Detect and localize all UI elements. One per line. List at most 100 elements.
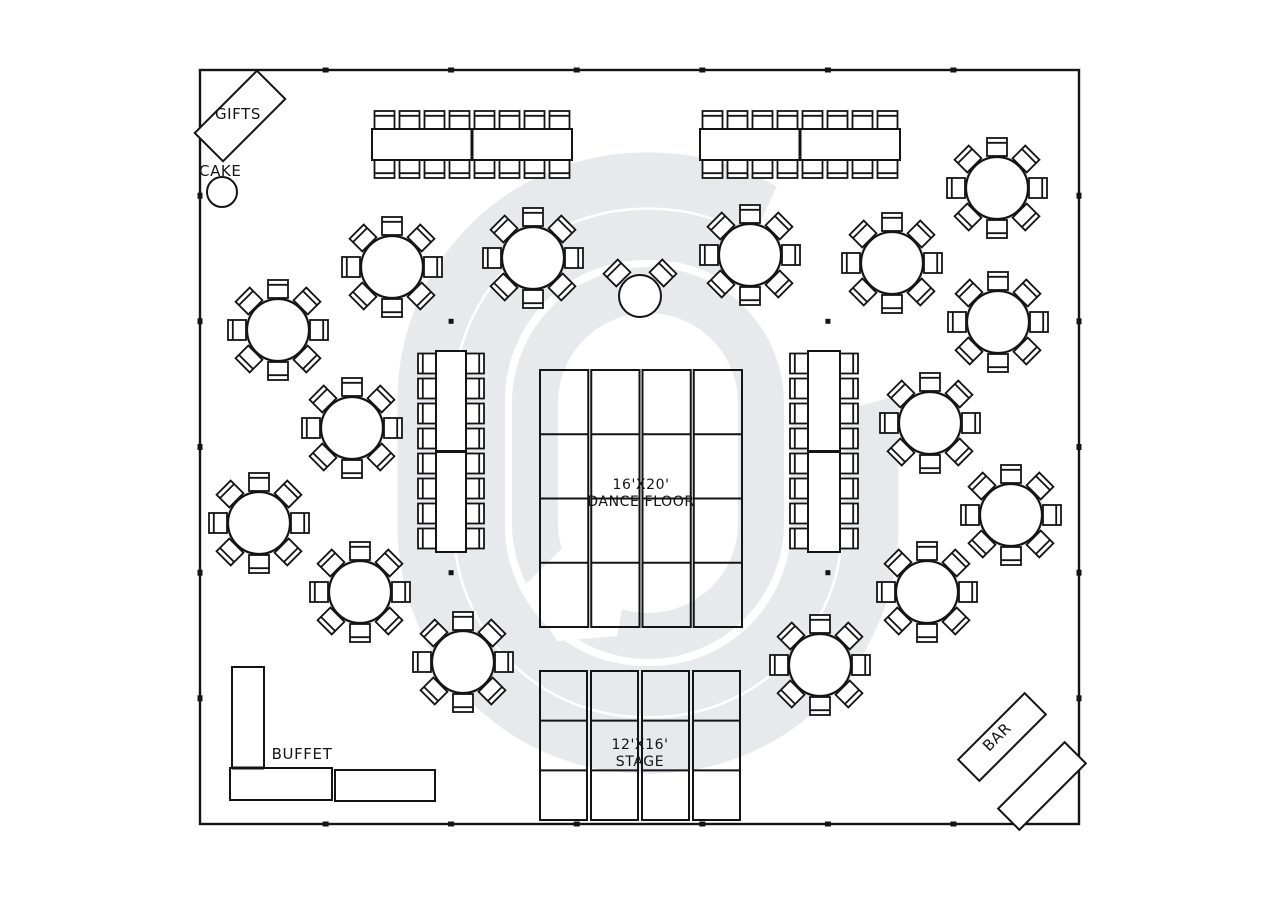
chair[interactable]	[789, 527, 809, 550]
chair[interactable]	[523, 159, 546, 179]
chair[interactable]	[267, 279, 289, 299]
chair[interactable]	[839, 452, 859, 475]
banquet-table[interactable]	[699, 110, 901, 179]
chair[interactable]	[701, 110, 724, 130]
chair[interactable]	[417, 352, 437, 375]
chair[interactable]	[987, 353, 1009, 373]
chair[interactable]	[417, 402, 437, 425]
chair[interactable]	[876, 110, 899, 130]
chair[interactable]	[208, 512, 228, 534]
chair[interactable]	[341, 459, 363, 479]
chair[interactable]	[789, 352, 809, 375]
chair[interactable]	[876, 581, 896, 603]
chair[interactable]	[801, 159, 824, 179]
chair[interactable]	[701, 159, 724, 179]
chair[interactable]	[417, 452, 437, 475]
chair[interactable]	[839, 352, 859, 375]
chair[interactable]	[1042, 504, 1062, 526]
chair[interactable]	[452, 611, 474, 631]
round-table[interactable]	[876, 541, 978, 643]
gifts-table[interactable]	[193, 69, 287, 163]
chair[interactable]	[919, 372, 941, 392]
chair[interactable]	[960, 504, 980, 526]
chair[interactable]	[423, 256, 443, 278]
chair[interactable]	[881, 294, 903, 314]
chair[interactable]	[391, 581, 411, 603]
chair[interactable]	[879, 412, 899, 434]
chair[interactable]	[309, 319, 329, 341]
round-table[interactable]	[309, 541, 411, 643]
chair[interactable]	[248, 554, 270, 574]
chair[interactable]	[1000, 546, 1022, 566]
round-table[interactable]	[879, 372, 981, 474]
chair[interactable]	[448, 159, 471, 179]
round-table[interactable]	[841, 212, 943, 314]
chair[interactable]	[473, 110, 496, 130]
chair[interactable]	[341, 377, 363, 397]
chair[interactable]	[417, 502, 437, 525]
chair[interactable]	[751, 110, 774, 130]
chair[interactable]	[448, 110, 471, 130]
chair[interactable]	[944, 437, 974, 467]
chair[interactable]	[301, 417, 321, 439]
chair[interactable]	[776, 110, 799, 130]
stage[interactable]	[539, 670, 741, 821]
chair[interactable]	[473, 159, 496, 179]
chair[interactable]	[851, 654, 871, 676]
chair[interactable]	[349, 623, 371, 643]
chair[interactable]	[839, 377, 859, 400]
chair[interactable]	[498, 110, 521, 130]
chair[interactable]	[417, 377, 437, 400]
chair[interactable]	[417, 427, 437, 450]
dance-floor[interactable]	[539, 369, 743, 628]
chair[interactable]	[751, 159, 774, 179]
chair[interactable]	[522, 289, 544, 309]
chair[interactable]	[946, 177, 966, 199]
chair[interactable]	[398, 110, 421, 130]
chair[interactable]	[839, 427, 859, 450]
round-table[interactable]	[208, 472, 310, 574]
chair[interactable]	[465, 402, 485, 425]
chair[interactable]	[947, 311, 967, 333]
chair[interactable]	[839, 477, 859, 500]
chair[interactable]	[373, 110, 396, 130]
chair[interactable]	[809, 696, 831, 716]
chair[interactable]	[423, 110, 446, 130]
chair[interactable]	[398, 159, 421, 179]
chair[interactable]	[494, 651, 514, 673]
chair[interactable]	[248, 472, 270, 492]
chair[interactable]	[1028, 177, 1048, 199]
chair[interactable]	[373, 159, 396, 179]
chair[interactable]	[834, 621, 864, 651]
round-table[interactable]	[412, 611, 514, 713]
chair[interactable]	[412, 651, 432, 673]
chair[interactable]	[419, 618, 449, 648]
chair[interactable]	[406, 223, 436, 253]
chair[interactable]	[292, 286, 322, 316]
sweetheart-table[interactable]	[602, 258, 678, 318]
chair[interactable]	[961, 412, 981, 434]
chair[interactable]	[465, 352, 485, 375]
banquet-table[interactable]	[371, 110, 573, 179]
chair[interactable]	[482, 247, 502, 269]
chair[interactable]	[699, 244, 719, 266]
chair[interactable]	[374, 606, 404, 636]
chair[interactable]	[726, 159, 749, 179]
chair[interactable]	[602, 258, 632, 288]
chair[interactable]	[739, 286, 761, 306]
banquet-table[interactable]	[417, 350, 485, 553]
chair[interactable]	[986, 137, 1008, 157]
chair[interactable]	[826, 110, 849, 130]
chair[interactable]	[465, 527, 485, 550]
banquet-table[interactable]	[789, 350, 859, 553]
chair[interactable]	[417, 477, 437, 500]
round-table[interactable]	[482, 207, 584, 309]
chair[interactable]	[923, 252, 943, 274]
chair[interactable]	[547, 214, 577, 244]
chair[interactable]	[648, 258, 678, 288]
chair[interactable]	[839, 527, 859, 550]
chair[interactable]	[227, 319, 247, 341]
chair[interactable]	[789, 477, 809, 500]
chair[interactable]	[881, 212, 903, 232]
chair[interactable]	[987, 271, 1009, 291]
